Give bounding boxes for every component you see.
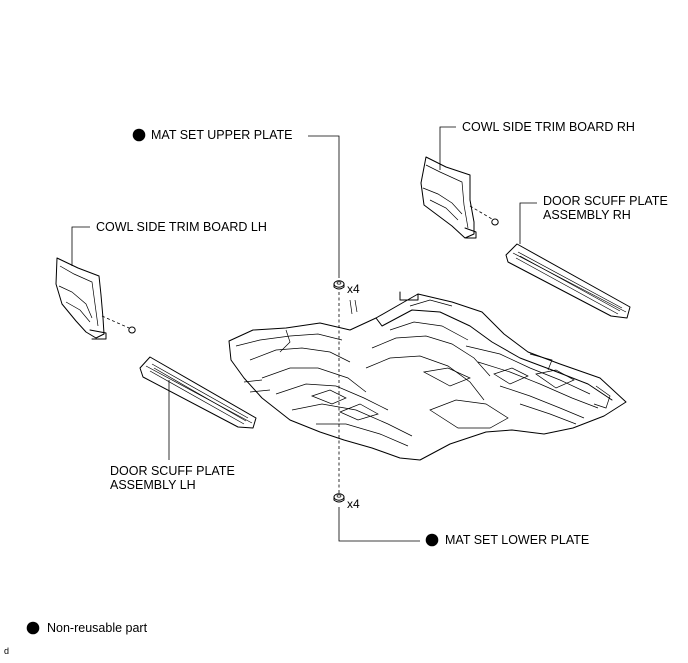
door-scuff-plate-lh bbox=[139, 356, 257, 429]
legend-bullet bbox=[26, 621, 40, 635]
cowl-side-trim-board-lh bbox=[55, 257, 136, 340]
label-door-scuff-plate-rh: DOOR SCUFF PLATE ASSEMBLY RH bbox=[543, 194, 668, 222]
floor-carpet bbox=[228, 291, 627, 461]
non-reusable-bullet-upper bbox=[132, 128, 146, 142]
door-scuff-plate-rh bbox=[505, 243, 631, 319]
count-upper-plate: x4 bbox=[347, 282, 360, 296]
count-lower-plate: x4 bbox=[347, 497, 360, 511]
label-door-scuff-plate-lh-line1: DOOR SCUFF PLATE bbox=[110, 464, 235, 478]
leader-lines bbox=[71, 126, 537, 542]
label-door-scuff-plate-rh-line2: ASSEMBLY RH bbox=[543, 208, 631, 222]
lower-plate-clip bbox=[333, 493, 345, 503]
label-mat-set-upper-plate: MAT SET UPPER PLATE bbox=[151, 128, 293, 142]
legend-text: Non-reusable part bbox=[47, 621, 148, 635]
non-reusable-bullet-lower bbox=[425, 533, 439, 547]
label-door-scuff-plate-lh-line2: ASSEMBLY LH bbox=[110, 478, 196, 492]
label-mat-set-lower-plate: MAT SET LOWER PLATE bbox=[445, 533, 590, 547]
label-door-scuff-plate-rh-line1: DOOR SCUFF PLATE bbox=[543, 194, 668, 208]
label-cowl-side-trim-board-rh: COWL SIDE TRIM BOARD RH bbox=[462, 120, 635, 134]
corner-mark: d bbox=[4, 646, 10, 656]
cowl-side-trim-board-rh bbox=[420, 156, 499, 239]
label-door-scuff-plate-lh: DOOR SCUFF PLATE ASSEMBLY LH bbox=[110, 464, 235, 492]
upper-plate-clip bbox=[333, 280, 345, 290]
label-cowl-side-trim-board-lh: COWL SIDE TRIM BOARD LH bbox=[96, 220, 267, 234]
